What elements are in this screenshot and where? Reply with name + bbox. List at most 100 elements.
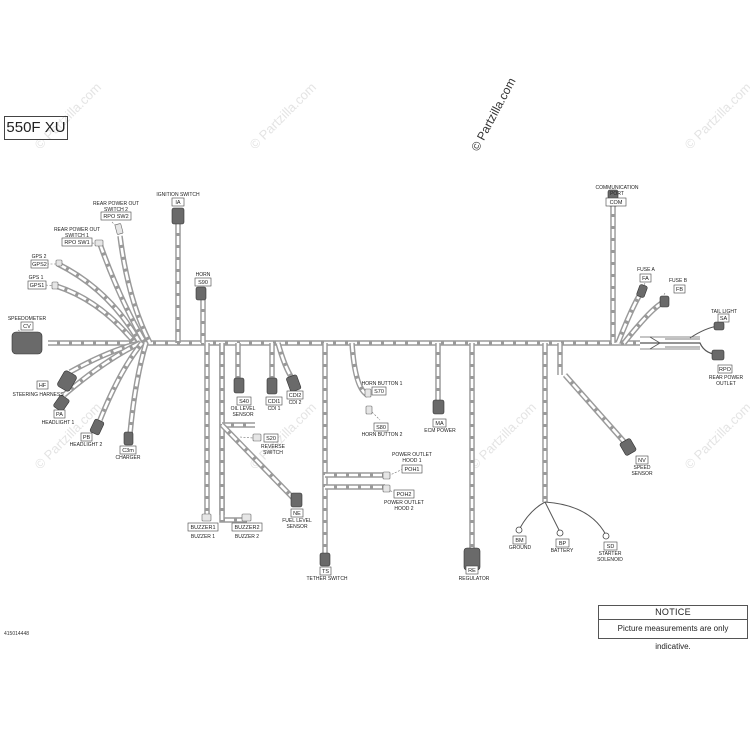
power-outlet-hood2-code: POH2 <box>397 492 412 498</box>
power-outlet-hood2-label: HOOD 2 <box>394 506 413 512</box>
speed-sensor-connector <box>619 438 637 456</box>
gps2-code: GPS2 <box>32 262 47 268</box>
power-outlet-hood1-label: POWER OUTLET <box>392 452 432 458</box>
regulator-label: REGULATOR <box>459 576 490 582</box>
tether-switch-connector <box>319 552 331 567</box>
battery-label: BATTERY <box>551 548 574 554</box>
fuse-a-code: FA <box>642 276 649 282</box>
horn-label: HORN <box>196 272 211 278</box>
gps1-code: GPS1 <box>30 283 45 289</box>
ground-label: GROUND <box>509 545 532 551</box>
watermark: © Partzilla.com <box>32 400 105 473</box>
reverse-switch-label: SWITCH <box>263 450 283 456</box>
watermark: © Partzilla.com <box>682 400 750 473</box>
connectors <box>11 189 725 571</box>
starter-solenoid-label: STARTER <box>599 551 622 557</box>
charger-connector <box>123 431 134 446</box>
fuse-b-label: FUSE B <box>669 278 688 284</box>
speedometer-label: SPEEDOMETER <box>8 316 47 322</box>
gps1-label: GPS 1 <box>29 275 44 281</box>
horn-button1-code: S70 <box>374 389 384 395</box>
oil-level-label: OIL LEVEL <box>231 406 256 412</box>
battery-code: BP <box>559 541 567 547</box>
oil-level-connector <box>233 377 245 394</box>
horn-button2-label: HORN BUTTON 2 <box>362 432 403 438</box>
rpo-sw1-code: RPO SW1 <box>64 240 89 246</box>
cdi1-code: CDI1 <box>268 399 281 405</box>
thin-cables <box>519 325 723 536</box>
rpo-sw1-label: REAR POWER OUT <box>54 227 100 233</box>
speed-sensor-code: NV <box>638 458 646 464</box>
fuel-level-label: FUEL LEVEL <box>282 518 312 524</box>
starter-solenoid-terminal <box>602 532 610 540</box>
battery-terminal <box>556 529 564 537</box>
power-outlet-hood2-connector <box>382 484 391 493</box>
speedometer-code: CV <box>23 324 31 330</box>
tail-light-code: SA <box>720 316 728 322</box>
rear-power-outlet-code: RPO <box>719 367 732 373</box>
rear-power-outlet-connector <box>711 349 725 361</box>
rpo-sw1-label: SWITCH 1 <box>65 233 89 239</box>
horn-connector <box>195 286 207 301</box>
regulator-code: RE <box>468 568 476 574</box>
headlight2-label: HEADLIGHT 2 <box>70 442 103 448</box>
cdi1-label: CDI 1 <box>268 406 281 412</box>
rpo-sw2-connector <box>114 223 124 235</box>
rear-power-outlet-label: REAR POWER <box>709 375 744 381</box>
fuel-level-code: NE <box>293 511 301 517</box>
gps2-label: GPS 2 <box>32 254 47 260</box>
headlight1-connector <box>53 394 70 412</box>
ignition-switch-code: IA <box>175 200 181 206</box>
ecm-power-connector <box>432 399 445 415</box>
horn-button1-connector <box>364 388 372 398</box>
horn-button2-code: S80 <box>376 425 386 431</box>
document-number: 415014448 <box>4 631 30 637</box>
buzzer1-code: BUZZER1 <box>190 525 215 531</box>
watermark: © Partzilla.com <box>467 400 540 473</box>
headlight1-label: HEADLIGHT 1 <box>42 420 75 426</box>
tether-switch-code: TS <box>322 569 329 575</box>
reverse-switch-label: REVERSE <box>261 444 286 450</box>
power-outlet-hood1-connector <box>382 471 391 480</box>
cdi2-code: CDI2 <box>289 393 302 399</box>
ignition-switch-label: IGNITION SWITCH <box>156 192 200 198</box>
ground-terminal <box>515 526 523 534</box>
harness-end-marker <box>649 336 700 350</box>
copyright-watermark: © Partzilla.com <box>468 75 518 153</box>
oil-level-code: S40 <box>239 399 249 405</box>
notice-box: NOTICE Picture measurements are only ind… <box>598 605 748 651</box>
steering-harness-label: STEERING HARNESS <box>12 392 64 398</box>
buzzer1-connector <box>201 513 212 522</box>
headlight1-code: PA <box>56 412 63 418</box>
starter-solenoid-label: SOLENOID <box>597 557 623 563</box>
oil-level-label: SENSOR <box>232 412 254 418</box>
communication-port-label: PORT <box>610 191 624 197</box>
watermark: © Partzilla.com <box>247 80 320 153</box>
fuel-level-label: SENSOR <box>286 524 308 530</box>
tether-switch-label: TETHER SWITCH <box>306 576 347 582</box>
power-outlet-hood1-label: HOOD 1 <box>402 458 421 464</box>
fuse-b-connector <box>659 295 670 308</box>
charger-label: CHARGER <box>115 455 140 461</box>
starter-solenoid-code: SD <box>607 544 615 550</box>
communication-port-label: COMMUNICATION <box>596 185 639 191</box>
watermark: © Partzilla.com <box>682 80 750 153</box>
ecm-power-label: ECM POWER <box>424 428 456 434</box>
power-outlet-hood2-label: POWER OUTLET <box>384 500 424 506</box>
rpo-sw2-label: REAR POWER OUT <box>93 201 139 207</box>
ignition-switch-connector <box>171 207 185 225</box>
speed-sensor-label: SENSOR <box>631 471 653 477</box>
tail-light-label: TAIL LIGHT <box>711 309 737 315</box>
reverse-switch-code: S20 <box>266 436 276 442</box>
communication-port-code: COM <box>610 200 623 206</box>
power-outlet-hood1-code: POH1 <box>405 467 420 473</box>
code-boxes: IA S90 RPO SW2 RPO SW1 GPS2 GPS1 CV HF P… <box>20 197 733 576</box>
fuse-a-label: FUSE A <box>637 267 655 273</box>
ecm-power-code: MA <box>435 421 444 427</box>
cdi1-connector <box>266 377 278 395</box>
rear-power-outlet-label: OUTLET <box>716 381 736 387</box>
gps1-connector <box>51 281 59 290</box>
speed-sensor-label: SPEED <box>634 465 651 471</box>
component-labels: IGNITION SWITCH HORN REAR POWER OUT SWIT… <box>8 185 744 582</box>
